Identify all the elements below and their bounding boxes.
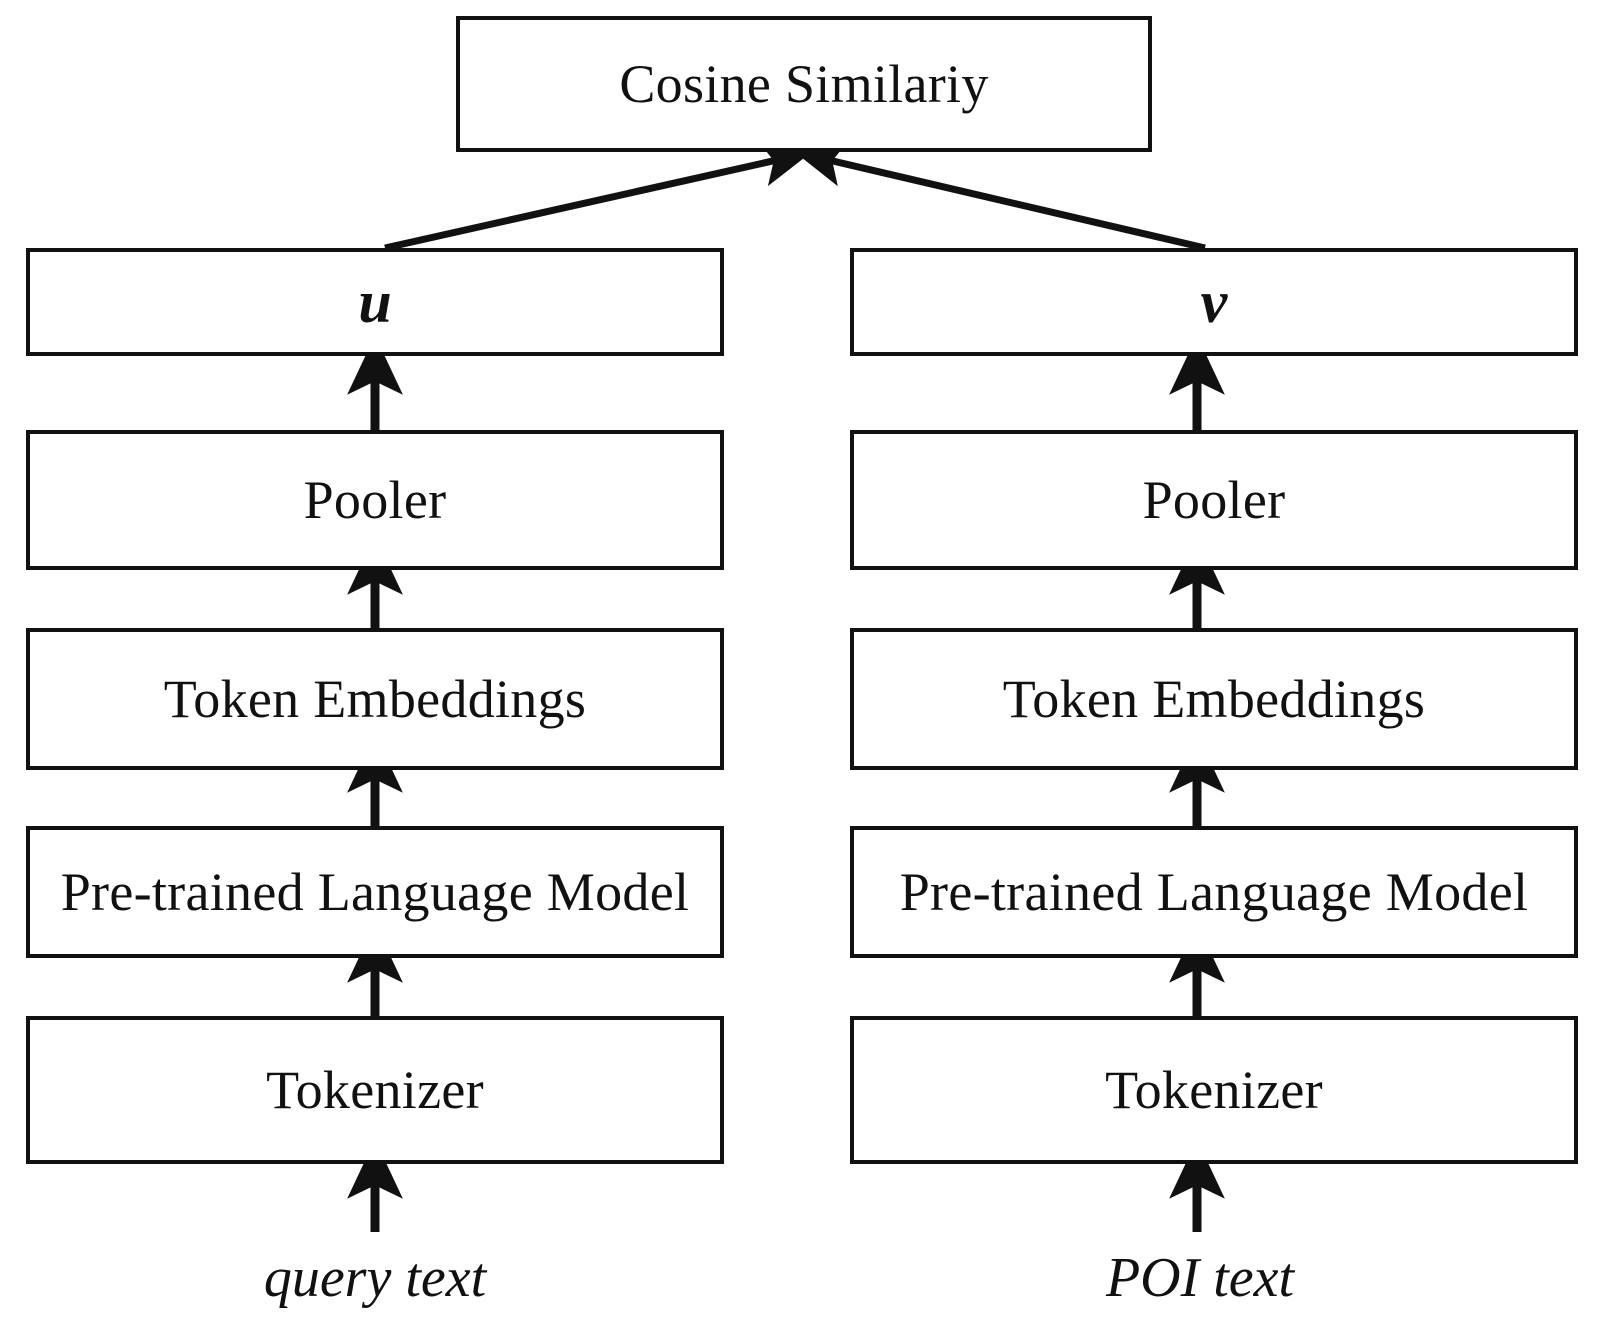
pooler-label-right: Pooler — [1142, 470, 1286, 530]
query-text-input-label: query text — [263, 1247, 487, 1309]
cosine-similarity-label: Cosine Similariy — [619, 54, 989, 114]
token-embeddings-label-right: Token Embeddings — [1002, 669, 1426, 729]
cosine-similarity-box: Cosine Similariy — [456, 16, 1152, 152]
arrow-u-to-cosine — [384, 140, 812, 252]
vector-v-box: v — [850, 248, 1578, 356]
vector-v-label: v — [1200, 269, 1228, 335]
pretrained-language-model-box-right: Pre-trained Language Model — [850, 826, 1578, 958]
pretrained-language-model-box-left: Pre-trained Language Model — [26, 826, 724, 958]
vector-u-label: u — [358, 269, 392, 335]
arrow-v-to-cosine — [794, 140, 1206, 252]
token-embeddings-box-right: Token Embeddings — [850, 628, 1578, 770]
tokenizer-label-right: Tokenizer — [1105, 1060, 1323, 1120]
pretrained-language-model-label-left: Pre-trained Language Model — [60, 862, 690, 922]
tokenizer-box-left: Tokenizer — [26, 1016, 724, 1164]
poi-text-input-label: POI text — [1105, 1247, 1295, 1309]
pooler-box-left: Pooler — [26, 430, 724, 570]
vector-u-box: u — [26, 248, 724, 356]
token-embeddings-label-left: Token Embeddings — [163, 669, 587, 729]
tokenizer-label-left: Tokenizer — [266, 1060, 484, 1120]
token-embeddings-box-left: Token Embeddings — [26, 628, 724, 770]
pooler-label-left: Pooler — [303, 470, 447, 530]
tokenizer-box-right: Tokenizer — [850, 1016, 1578, 1164]
pooler-box-right: Pooler — [850, 430, 1578, 570]
pretrained-language-model-label-right: Pre-trained Language Model — [899, 862, 1529, 922]
